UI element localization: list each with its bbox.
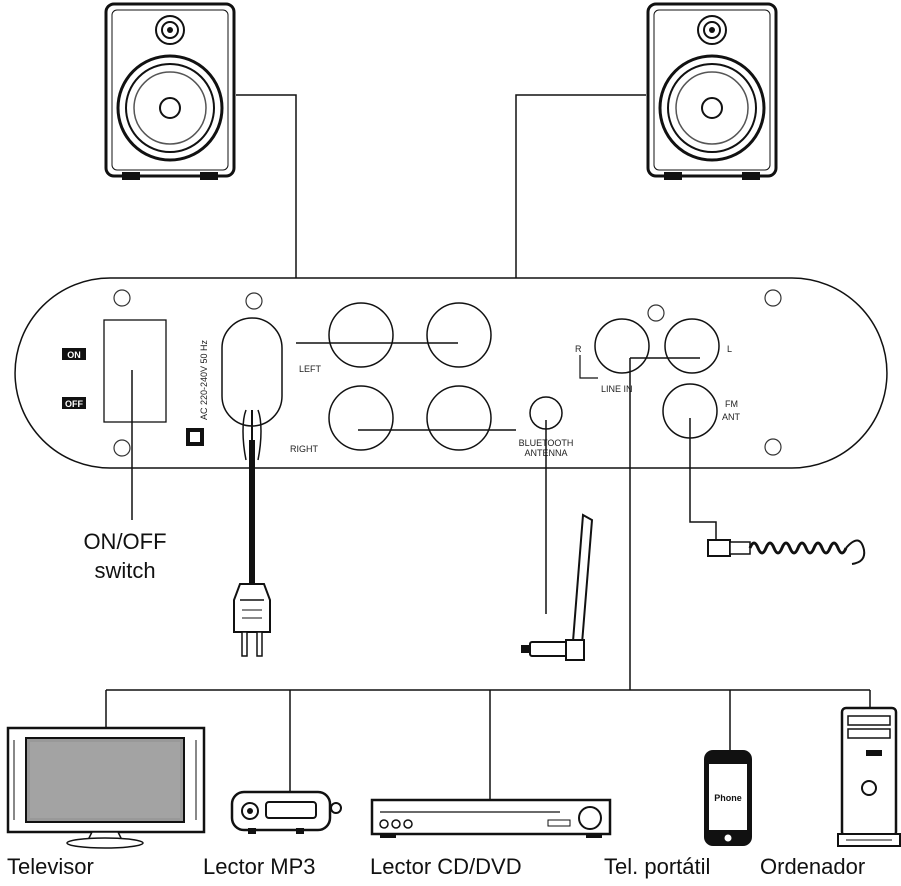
label-tv: Televisor xyxy=(7,854,94,879)
line-in-right-jack[interactable] xyxy=(594,318,650,374)
fm-wire-antenna-icon xyxy=(707,539,866,565)
left-speaker-icon xyxy=(104,2,236,180)
ac-voltage-label: AC 220-240V 50 Hz xyxy=(199,339,209,420)
television-icon xyxy=(6,726,206,849)
label-pc: Ordenador xyxy=(760,854,865,879)
bluetooth-antenna-icon xyxy=(521,513,594,661)
cd-dvd-player-icon xyxy=(370,798,612,838)
mobile-phone-icon: Phone xyxy=(704,750,752,846)
speaker-terminals xyxy=(328,302,492,451)
ac-power-inlet[interactable] xyxy=(221,317,283,427)
right-terminal-label: RIGHT xyxy=(290,444,319,454)
line-in-bracket xyxy=(579,355,598,379)
on-label-badge: ON xyxy=(62,348,86,360)
line-in-l-label: L xyxy=(727,344,732,354)
power-plug-icon xyxy=(233,583,271,657)
line-in-label: LINE IN xyxy=(601,384,633,394)
phone-screen-label: Phone xyxy=(714,793,742,803)
left-terminal-label: LEFT xyxy=(299,364,322,374)
ant-label: ANT xyxy=(722,412,741,422)
label-mp3: Lector MP3 xyxy=(203,854,316,879)
power-cord xyxy=(242,409,262,586)
left-terminal-1[interactable] xyxy=(328,302,394,368)
left-terminal-2[interactable] xyxy=(426,302,492,368)
desktop-computer-icon xyxy=(837,706,901,847)
label-phone: Tel. portátil xyxy=(604,854,710,879)
right-speaker-icon xyxy=(646,2,778,180)
off-label-badge: OFF xyxy=(62,397,86,409)
line-in-r-label: R xyxy=(575,344,582,354)
fuse-holder xyxy=(186,428,204,446)
mp3-player-icon xyxy=(230,790,342,834)
right-terminal-1[interactable] xyxy=(328,385,394,451)
fm-label: FM xyxy=(725,399,738,409)
switch-callout-line2: switch xyxy=(94,558,155,583)
line-in-left-jack[interactable] xyxy=(664,318,720,374)
right-terminal-2[interactable] xyxy=(426,385,492,451)
off-label: OFF xyxy=(65,399,83,409)
switch-callout-line1: ON/OFF xyxy=(83,529,166,554)
on-off-switch[interactable] xyxy=(103,319,167,423)
on-label: ON xyxy=(67,350,81,360)
fm-antenna-wire xyxy=(689,418,717,540)
label-cd: Lector CD/DVD xyxy=(370,854,522,879)
